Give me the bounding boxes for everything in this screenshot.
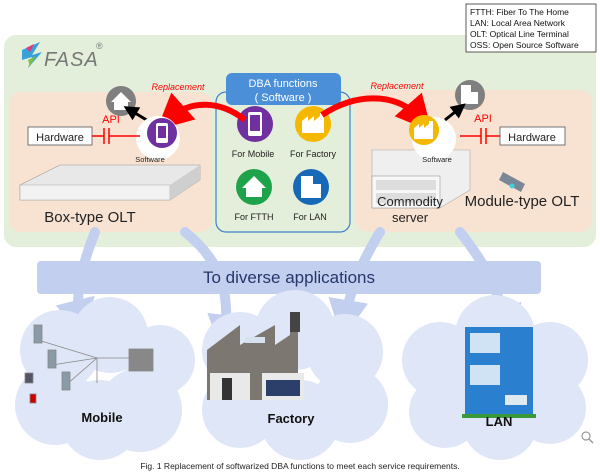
- fasa-logo: FASA ®: [22, 41, 103, 71]
- replacement-arrow-right: [320, 92, 432, 132]
- api-label-right: API: [474, 113, 492, 125]
- hardware-label: Hardware: [36, 132, 84, 144]
- abbreviation-legend: FTTH: Fiber To The Home LAN: Local Area …: [465, 3, 597, 53]
- replacement-arrow-left: [156, 92, 247, 131]
- box-type-olt: Box-type OLT: [19, 164, 201, 226]
- server-label: Commodity: [377, 194, 443, 209]
- api-connector-right: [460, 128, 500, 144]
- server-label-line2: server: [392, 210, 429, 225]
- box-type-olt-label: Box-type OLT: [44, 209, 135, 226]
- zoom-in-icon[interactable]: [581, 431, 594, 444]
- dba-title: DBA functions: [248, 78, 318, 90]
- mobile-network-illustration: [24, 324, 154, 404]
- logo-text: FASA: [44, 49, 99, 71]
- factory-illustration: [207, 312, 304, 400]
- module-type-olt-label: Module-type OLT: [465, 193, 580, 210]
- figure-caption: Fig. 1 Replacement of softwarized DBA fu…: [140, 461, 459, 471]
- legend-ftth: FTTH: Fiber To The Home: [470, 7, 569, 17]
- logo-registered: ®: [96, 41, 103, 51]
- app-label-mobile: Mobile: [81, 410, 122, 425]
- legend-oss: OSS: Open Source Software: [470, 40, 579, 50]
- api-connector-left: [92, 128, 140, 144]
- dba-subtitle: ( Software ): [255, 92, 312, 104]
- replacement-label-left: Replacement: [151, 82, 205, 92]
- hardware-box: [499, 126, 566, 146]
- software-label: Software: [135, 155, 165, 164]
- software-label: Software: [422, 155, 452, 164]
- hardware-label: Hardware: [508, 132, 556, 144]
- dba-item-mobile: For Mobile: [232, 106, 275, 159]
- legend-olt: OLT: Optical Line Terminal: [470, 29, 569, 39]
- dba-item-label: For Factory: [290, 149, 337, 159]
- band-label: To diverse applications: [203, 268, 375, 287]
- office-building-illustration: [462, 327, 536, 418]
- diverse-applications-band: [37, 261, 541, 294]
- dba-item-lan: For LAN: [293, 169, 329, 222]
- dba-item-label: For Mobile: [232, 149, 275, 159]
- mobile-cloud: [15, 297, 195, 460]
- commodity-server: Commodity server: [371, 149, 471, 225]
- app-label-lan: LAN: [486, 414, 513, 429]
- output-arrow: [444, 103, 466, 122]
- module-type-olt: Module-type OLT: [465, 172, 580, 210]
- legend-lan: LAN: Local Area Network: [470, 18, 566, 28]
- dba-title-box: [226, 73, 341, 105]
- dba-item-label: For FTTH: [235, 212, 274, 222]
- app-label-factory: Factory: [268, 411, 316, 426]
- dba-item-ftth: For FTTH: [235, 169, 274, 222]
- dba-item-label: For LAN: [293, 212, 327, 222]
- replacement-label-right: Replacement: [370, 81, 424, 91]
- api-label-left: API: [102, 114, 120, 126]
